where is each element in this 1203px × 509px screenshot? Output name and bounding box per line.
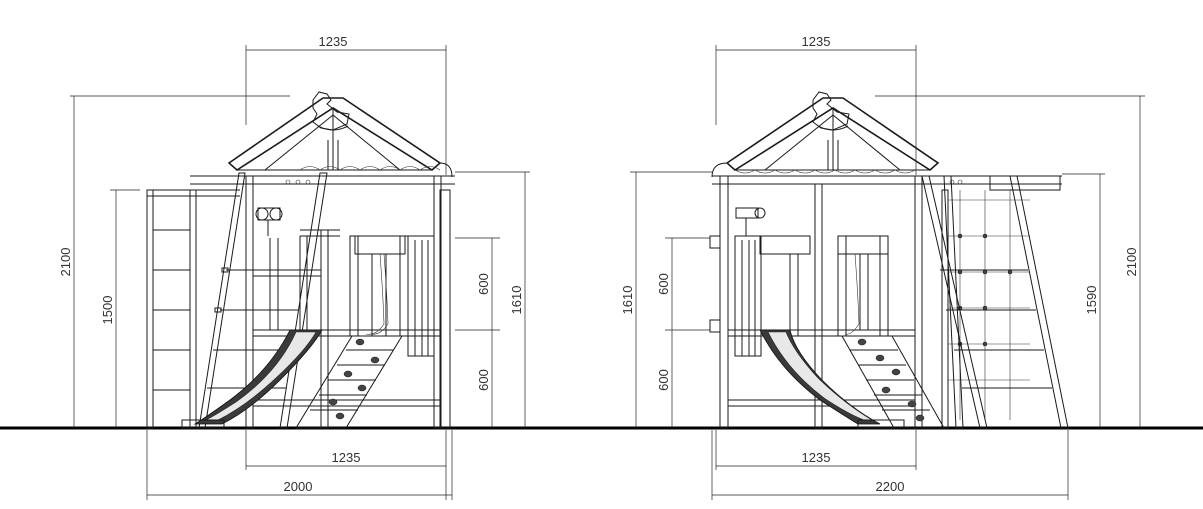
dim-left-upper-right: 600 bbox=[656, 273, 671, 295]
dim-overall-height-right: 2100 bbox=[1124, 248, 1139, 277]
climbing-frame-left bbox=[146, 189, 240, 429]
dims-right bbox=[630, 45, 1145, 500]
dim-left-total-right: 1610 bbox=[620, 286, 635, 315]
dim-overall-height-left: 2100 bbox=[58, 248, 73, 277]
dims-left bbox=[70, 45, 530, 500]
roof-right bbox=[711, 91, 1062, 191]
dim-right-lower-left: 600 bbox=[476, 369, 491, 391]
slide-right bbox=[759, 329, 905, 429]
dim-bottom-inner-left: 1235 bbox=[332, 450, 361, 465]
ramp-left bbox=[295, 335, 403, 429]
dim-bottom-inner-right: 1235 bbox=[802, 450, 831, 465]
dim-bottom-overall-left: 2000 bbox=[284, 479, 313, 494]
dim-bottom-overall-right: 2200 bbox=[876, 479, 905, 494]
climbing-net-right bbox=[941, 189, 1030, 429]
dim-platform-height-left: 1500 bbox=[100, 296, 115, 325]
tower-left bbox=[245, 175, 451, 429]
dim-right-inner-right: 1590 bbox=[1084, 286, 1099, 315]
right-view: 1235 1610 600 600 1590 2100 1235 2200 bbox=[620, 34, 1145, 500]
dim-right-upper-left: 600 bbox=[476, 273, 491, 295]
tower-right bbox=[709, 175, 963, 429]
left-view: 1235 2100 1500 600 600 1610 1235 2000 bbox=[58, 34, 530, 500]
dim-right-total-left: 1610 bbox=[509, 286, 524, 315]
dim-top-width-right: 1235 bbox=[802, 34, 831, 49]
dim-top-width-left: 1235 bbox=[319, 34, 348, 49]
ramp-right bbox=[841, 335, 945, 429]
dim-left-lower-right: 600 bbox=[656, 369, 671, 391]
a-frame-right bbox=[921, 175, 1069, 429]
roof-left bbox=[190, 91, 455, 185]
slide-left bbox=[181, 329, 323, 429]
